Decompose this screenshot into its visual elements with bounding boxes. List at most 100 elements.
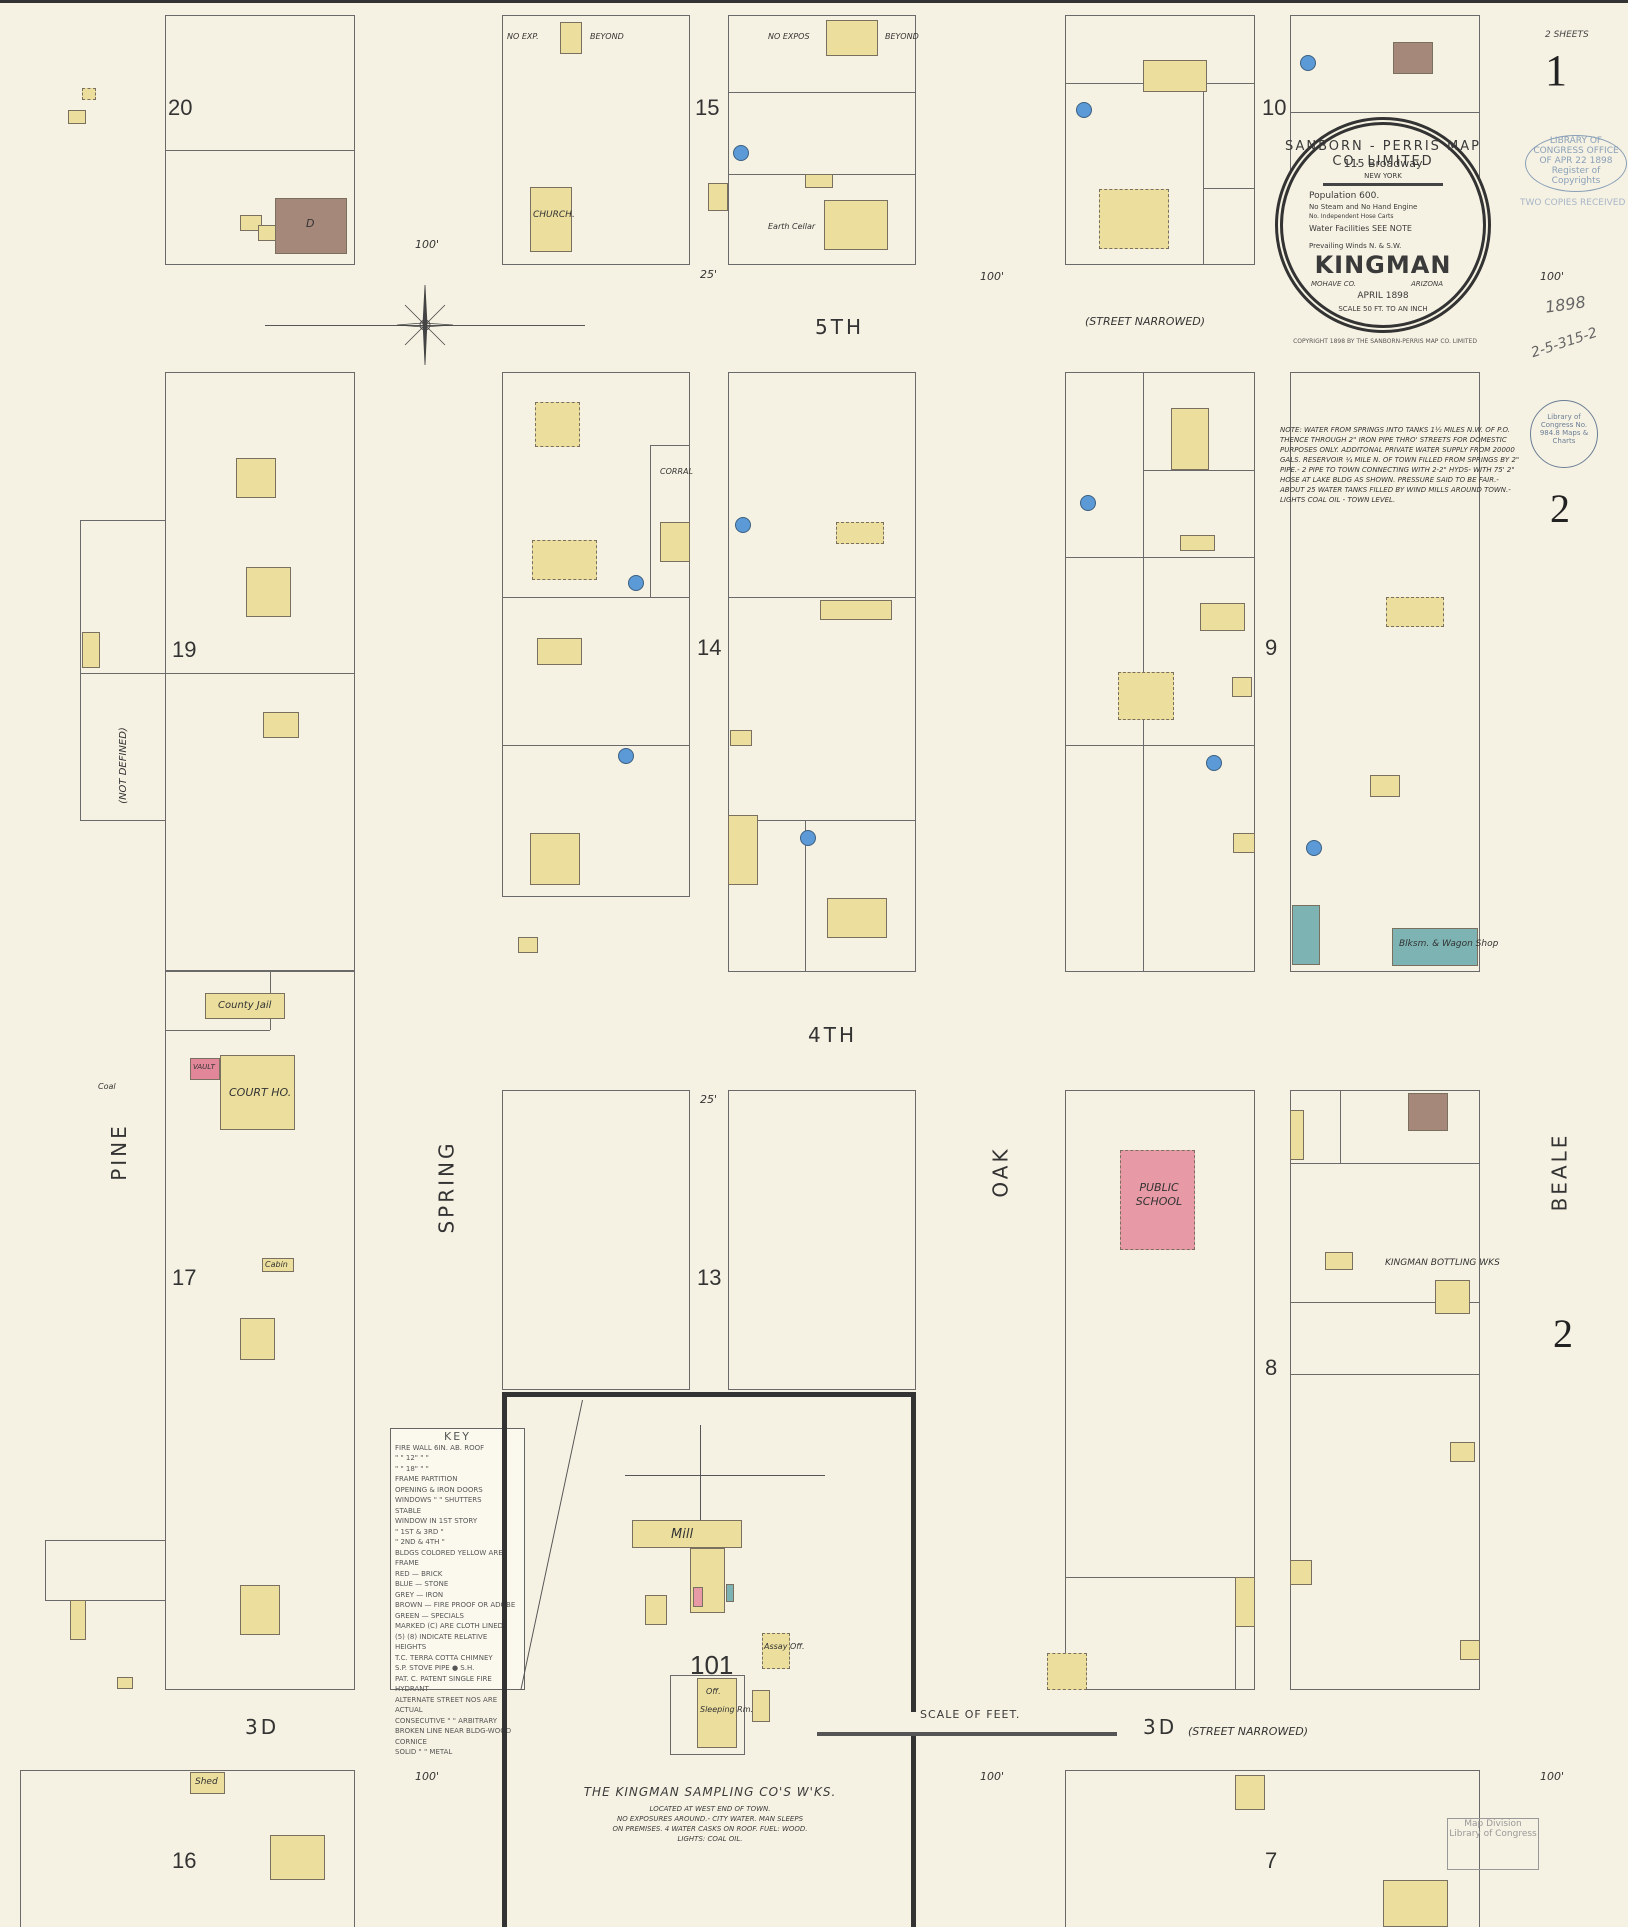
sampling-works-title: THE KINGMAN SAMPLING CO'S W'KS. xyxy=(583,1785,837,1799)
dwelling xyxy=(1235,1775,1265,1810)
town-name: KINGMAN xyxy=(1314,251,1452,279)
lot-line xyxy=(1290,112,1480,113)
mill-building: Mill xyxy=(632,1520,742,1548)
sheet-ref-2-upper: 2 xyxy=(1550,486,1570,531)
shed xyxy=(1450,1442,1475,1462)
key-line: BLUE — STONE xyxy=(395,1580,449,1588)
dwelling xyxy=(240,1585,280,1635)
key-line: " 1ST & 3RD " xyxy=(395,1527,444,1536)
street-pine: PINE xyxy=(106,1123,131,1181)
outbuilding xyxy=(68,110,86,124)
water-facilities: Water Facilities SEE NOTE xyxy=(1309,224,1412,233)
dwelling xyxy=(1171,408,1209,470)
key-line: STABLE xyxy=(395,1506,422,1515)
dwelling xyxy=(836,522,884,544)
north-arrow-cross xyxy=(700,1425,701,1525)
outbuilding xyxy=(1200,603,1245,631)
copyright-office-stamp: LIBRARY OF CONGRESS OFFICE OF APR 22 189… xyxy=(1525,135,1627,192)
lot-line xyxy=(1065,557,1255,558)
handwritten-year: 1898 xyxy=(1543,292,1587,317)
water-tank-icon xyxy=(1080,495,1096,511)
stone-building xyxy=(1292,905,1320,965)
block-west-of-14 xyxy=(502,372,690,897)
church-building: CHURCH. xyxy=(530,187,575,252)
dimension: 100' xyxy=(980,270,1005,283)
key-line: FRAME PARTITION xyxy=(395,1475,458,1483)
key-line: " " 18" " " xyxy=(395,1464,429,1473)
street-beale: BEALE xyxy=(1547,1132,1572,1212)
dwelling xyxy=(820,600,892,620)
sleeping-room: Sleeping Rm.Off. xyxy=(697,1678,753,1748)
key-title: KEY xyxy=(444,1430,471,1443)
population: Population 600. xyxy=(1309,191,1380,201)
county-jail: County Jail xyxy=(205,993,285,1019)
water-tank-icon xyxy=(628,575,644,591)
water-tank-icon xyxy=(1206,755,1222,771)
prevailing-winds: Prevailing Winds N. & S.W. xyxy=(1309,242,1402,250)
sampling-frame-right-lower xyxy=(911,1735,916,1927)
block-west-of-13 xyxy=(502,1090,690,1390)
block-14 xyxy=(728,372,916,972)
outbuilding xyxy=(752,1690,770,1722)
court-house: COURT HO. xyxy=(220,1055,295,1130)
copyright: COPYRIGHT 1898 BY THE SANBORN-PERRIS MAP… xyxy=(1293,338,1477,345)
block-7 xyxy=(1065,1770,1480,1927)
key-line: MARKED (C) ARE CLOTH LINED xyxy=(395,1622,504,1630)
key-line: " 2ND & 4TH " xyxy=(395,1538,445,1546)
cabin xyxy=(1235,1577,1255,1627)
lot-line xyxy=(1065,1577,1255,1578)
dwelling xyxy=(560,22,582,54)
outbuilding xyxy=(258,225,276,241)
corral-label: CORRAL xyxy=(660,467,693,476)
adobe-dwelling xyxy=(1408,1093,1448,1131)
key-line: BROKEN LINE NEAR BLDG-WOOD CORNICE xyxy=(395,1727,512,1746)
divider xyxy=(1323,183,1443,186)
dwelling xyxy=(532,540,597,580)
key-line: T.C. TERRA COTTA CHIMNEY xyxy=(395,1653,493,1662)
lot-line xyxy=(45,1600,165,1601)
lot-line xyxy=(805,820,806,972)
block-10-west xyxy=(1065,15,1255,265)
address: 115 Broadway xyxy=(1343,157,1423,170)
engines: No Steam and No Hand Engine xyxy=(1309,203,1418,211)
vault: VAULT xyxy=(190,1058,220,1080)
block-number-8: 8 xyxy=(1265,1355,1278,1380)
water-tank-icon xyxy=(800,830,816,846)
dwelling xyxy=(824,200,888,250)
state: ARIZONA xyxy=(1411,280,1444,288)
bottling-works xyxy=(1435,1280,1470,1314)
dwelling xyxy=(826,20,878,56)
lot-line xyxy=(502,597,690,598)
two-copies-stamp: TWO COPIES RECEIVED xyxy=(1520,198,1626,208)
dwelling xyxy=(240,1318,275,1360)
shed: Shed xyxy=(190,1772,225,1794)
key-line: GREEN — SPECIALS xyxy=(395,1611,464,1620)
lot-line xyxy=(165,1540,166,1690)
key-line: PAT. C. PATENT SINGLE FIRE HYDRANT xyxy=(395,1674,492,1694)
water-tank-icon xyxy=(1300,55,1316,71)
scale-bar xyxy=(817,1732,1117,1736)
lot-line xyxy=(165,970,270,971)
key-line: SOLID " " METAL xyxy=(395,1748,453,1756)
lot-line xyxy=(728,92,916,93)
dwelling xyxy=(270,1835,325,1880)
key-line: BLDGS COLORED YELLOW ARE FRAME xyxy=(395,1548,503,1568)
dwelling xyxy=(236,458,276,498)
water-note: NOTE: WATER FROM SPRINGS INTO TANKS 1½ M… xyxy=(1280,426,1520,504)
outbuilding xyxy=(82,632,100,668)
stable xyxy=(728,815,758,885)
lot-line xyxy=(502,745,690,746)
sampling-frame-right xyxy=(911,1392,916,1712)
lot-line xyxy=(1065,745,1255,746)
dimension: 100' xyxy=(1540,270,1565,283)
public-school: PUBLIC SCHOOL xyxy=(1120,1150,1195,1250)
lot-line xyxy=(728,597,916,598)
no-exp-label: NO EXP. xyxy=(507,32,539,41)
lot-line xyxy=(165,150,355,151)
adobe-dwelling xyxy=(1393,42,1433,74)
street-3d-west: 3D xyxy=(245,1715,280,1739)
outbuilding xyxy=(1233,833,1255,853)
street-3d-east: 3D xyxy=(1143,1715,1178,1739)
dimension: 100' xyxy=(980,1770,1005,1783)
lot-line xyxy=(728,820,916,821)
